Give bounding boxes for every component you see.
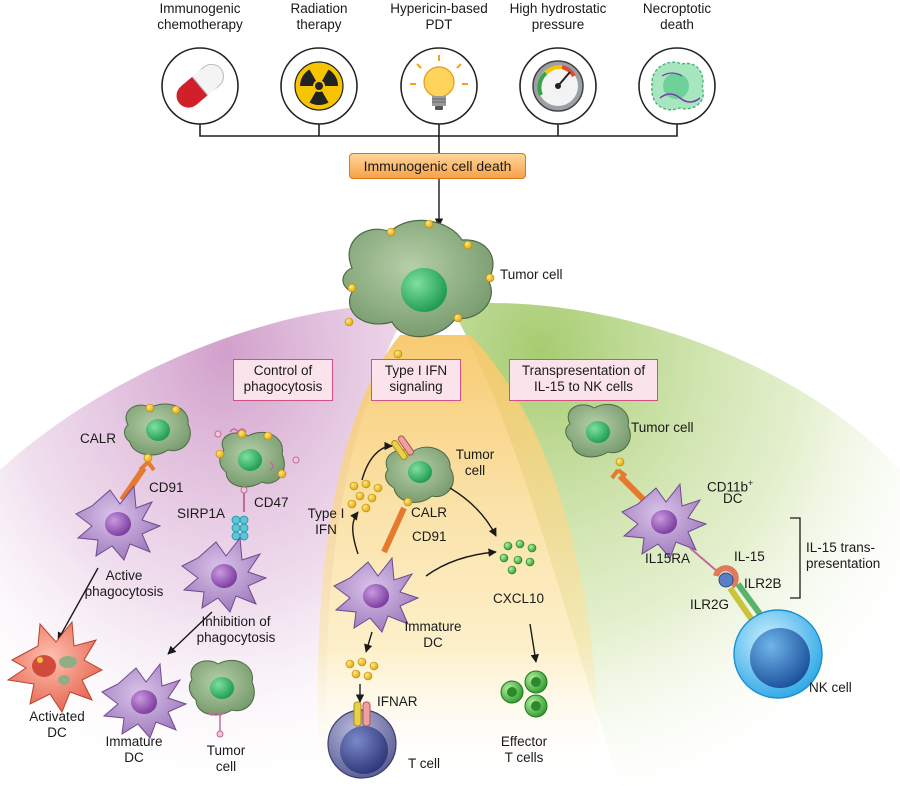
ilr2g-label: ILR2G (690, 597, 730, 612)
pill-capsule-icon (176, 63, 224, 108)
active-phagocytosis-arrow (57, 567, 99, 641)
ilr2b-label: ILR2B (744, 576, 782, 591)
il15-complex (689, 547, 763, 622)
nk-cell (733, 609, 823, 699)
activated-dc (6, 620, 104, 714)
effector-t-cells-label: Effector T cells (500, 734, 548, 765)
central-tumor-cell (342, 219, 495, 359)
pressure-gauge-icon (532, 60, 584, 112)
calr-label: CALR (80, 431, 117, 446)
cd91-label: CD91 (149, 480, 184, 495)
nk-cell-label: NK cell (809, 680, 852, 695)
treatment-label: Immunogenic chemotherapy (157, 1, 243, 32)
cd91-stalk (119, 466, 147, 502)
phagocytosis-region (0, 304, 410, 786)
middle-cd91-label: CD91 (412, 529, 447, 544)
type1-ifn-label: Type I IFN (307, 506, 345, 537)
sirp1a-cd47-binding (231, 486, 249, 541)
ifn-secretion-arrow (350, 511, 359, 555)
radiation-icon (294, 61, 344, 111)
left-tumor-cell-bottom (188, 659, 255, 738)
sirp1a-label: SIRP1A (177, 506, 226, 521)
middle-tumor-label: Tumor cell (455, 447, 495, 478)
dc-to-cxcl10-arrow (425, 548, 497, 577)
middle-immature-dc-label: Immature DC (404, 619, 462, 650)
immature-dc-left (101, 662, 188, 739)
cxcl10-beads (499, 539, 537, 575)
t-cell-label: T cell (408, 756, 441, 771)
ifnar-on-tumor (391, 435, 414, 461)
right-tumor-cell (565, 403, 631, 467)
right-cd91-stalk (617, 473, 649, 505)
treatment-label: Necroptotic death (642, 1, 712, 32)
right-cd91-receptor (610, 468, 628, 480)
type1-ifn-beads-bottom (345, 657, 379, 681)
control-phagocytosis-box: Control of phagocytosis (233, 359, 333, 401)
dc-label: DC (723, 491, 743, 506)
middle-immature-dc (333, 556, 420, 633)
il15-label: IL-15 (734, 549, 765, 564)
middle-cd91 (381, 506, 407, 554)
type1-ifn-beads-top (347, 479, 383, 513)
immunogenic-cell-death-box: Immunogenic cell death (349, 153, 526, 179)
inhibition-arrow (167, 611, 213, 655)
light-bulb-icon (410, 55, 468, 110)
treatment-label: High hydrostatic pressure (509, 1, 607, 32)
il15-transpresentation-box: Transpresentation of IL-15 to NK cells (509, 359, 658, 401)
cd11b-label: CD11b+ (707, 478, 754, 495)
cd11b-dc (621, 482, 708, 559)
effector-t-cells (500, 670, 548, 718)
left-dc-middle (181, 536, 268, 613)
immature-dc-label: Immature DC (105, 734, 163, 765)
cxcl10-to-effector-arrow (529, 623, 539, 663)
left-tumor-cell-cd47 (214, 428, 300, 488)
left-tumor-label: Tumor cell (206, 743, 246, 774)
central-tumor-label: Tumor cell (500, 267, 563, 282)
tumor-to-cxcl10-arrow (449, 487, 497, 537)
ifn-to-tumor-arrow (361, 441, 393, 481)
cd47-label: CD47 (254, 495, 289, 510)
active-phagocytosis-label: Active phagocytosis (84, 568, 164, 599)
middle-tumor-cell (385, 435, 454, 507)
left-dc-top (75, 484, 162, 561)
cxcl10-label: CXCL10 (493, 591, 545, 606)
activated-dc-label: Activated DC (29, 709, 85, 740)
right-tumor-label: Tumor cell (631, 420, 694, 435)
middle-calr-label: CALR (411, 505, 448, 520)
treatment-label: Radiation therapy (290, 1, 348, 32)
dc-down-arrow (364, 631, 373, 653)
il15-bracket (790, 517, 801, 599)
necroptotic-cell-icon (651, 61, 704, 111)
treatment-label: Hypericin-based PDT (390, 1, 488, 32)
il15ra-label: IL15RA (645, 551, 691, 566)
inhibition-label: Inhibition of phagocytosis (196, 614, 276, 645)
ifnar-label: IFNAR (377, 694, 418, 709)
connector-lines (199, 124, 678, 153)
t-cell (327, 701, 397, 779)
bracket-label: IL-15 trans- presentation (806, 540, 881, 571)
type1-ifn-box: Type I IFN signaling (371, 359, 461, 401)
left-tumor-cell-calr (124, 403, 191, 463)
